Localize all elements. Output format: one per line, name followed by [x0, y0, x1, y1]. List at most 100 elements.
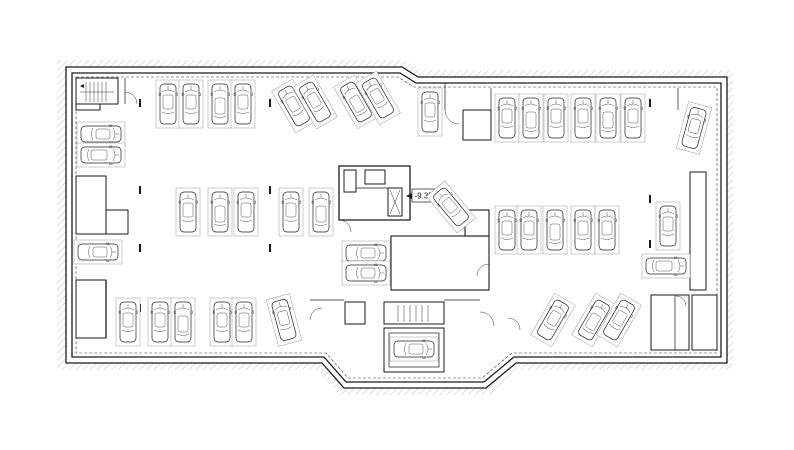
parking-bays — [73, 70, 713, 362]
car-icon — [658, 205, 678, 247]
car-icon — [236, 191, 256, 233]
parking-bay — [596, 292, 642, 348]
parking-bay — [571, 292, 617, 348]
car-icon — [178, 191, 198, 233]
car-icon — [598, 97, 618, 139]
parking-bay — [518, 93, 544, 143]
parking-bay — [620, 93, 646, 143]
car-icon — [497, 97, 517, 139]
parking-bay — [233, 187, 259, 237]
car-icon — [210, 191, 230, 233]
level-marker-icon — [406, 193, 412, 199]
parking-bay — [355, 70, 401, 126]
car-icon — [573, 209, 593, 251]
partitions — [75, 78, 718, 351]
car-icon — [80, 145, 122, 165]
car-icon — [519, 209, 539, 251]
car-icon — [212, 301, 232, 343]
parking-bay — [209, 297, 235, 347]
car-icon — [181, 83, 201, 125]
parking-bay — [594, 205, 620, 255]
stair-icon — [397, 305, 429, 322]
car-icon — [645, 256, 687, 276]
stair-icon — [80, 82, 114, 102]
car-icon — [497, 209, 517, 251]
parking-bay — [265, 293, 303, 347]
parking-bay — [73, 239, 123, 265]
parking-bay — [207, 79, 233, 129]
central-core — [310, 165, 490, 373]
parking-bay — [570, 93, 596, 143]
parking-bay — [76, 121, 126, 147]
parking-bay — [147, 297, 173, 347]
car-icon — [345, 243, 387, 263]
car-icon — [362, 77, 394, 119]
stair-arrow-icon — [80, 84, 84, 88]
parking-bay — [570, 205, 596, 255]
parking-bay — [426, 180, 476, 234]
car-icon — [433, 187, 469, 227]
car-icon — [521, 97, 541, 139]
car-icon — [233, 83, 253, 125]
car-icon — [545, 209, 565, 251]
car-icon — [597, 209, 617, 251]
parking-bay — [530, 292, 576, 348]
parking-bay — [230, 79, 256, 129]
car-icon — [150, 301, 170, 343]
parking-bay — [675, 101, 713, 155]
outer-walls — [65, 66, 728, 389]
door-swing-icon — [124, 91, 687, 331]
parking-bay — [542, 205, 568, 255]
parking-bay — [595, 93, 621, 143]
parking-bay — [417, 87, 443, 137]
car-icon — [173, 301, 193, 343]
parking-bay — [308, 187, 334, 237]
parking-bay — [543, 93, 569, 143]
parking-bay — [292, 74, 338, 130]
car-icon — [578, 299, 610, 341]
car-icon — [158, 83, 178, 125]
car-icon — [299, 81, 331, 123]
car-icon — [118, 301, 138, 343]
car-icon — [77, 242, 119, 262]
elevator-icon — [389, 189, 401, 215]
car-icon — [345, 263, 387, 283]
car-icon — [311, 191, 331, 233]
car-icon — [623, 97, 643, 139]
parking-bay — [178, 79, 204, 129]
parking-bay — [278, 187, 304, 237]
car-icon — [281, 191, 301, 233]
parking-bay — [76, 142, 126, 168]
parking-bay — [341, 240, 391, 266]
parking-bay — [389, 336, 439, 362]
parking-bay — [494, 93, 520, 143]
car-icon — [210, 83, 230, 125]
parking-bay — [271, 78, 317, 134]
car-icon — [573, 97, 593, 139]
level-label: -9.350 — [415, 192, 438, 201]
parking-bay — [175, 187, 201, 237]
car-icon — [537, 299, 569, 341]
car-icon — [420, 91, 440, 133]
car-icon — [546, 97, 566, 139]
parking-bay — [207, 187, 233, 237]
car-icon — [234, 301, 254, 343]
parking-bay — [516, 205, 542, 255]
car-icon — [393, 339, 435, 359]
car-icon — [681, 107, 707, 149]
car-icon — [80, 124, 122, 144]
parking-bay — [494, 205, 520, 255]
parking-bay — [155, 79, 181, 129]
stair-core-top-left — [75, 77, 119, 105]
parking-bay — [655, 201, 681, 251]
parking-bay — [231, 297, 257, 347]
car-icon — [271, 299, 297, 341]
car-icon — [340, 81, 372, 123]
parking-bay — [341, 260, 391, 286]
parking-bay — [641, 253, 691, 279]
car-icon — [603, 299, 635, 341]
parking-bay — [170, 297, 196, 347]
parking-bay — [115, 297, 141, 347]
parking-bay — [333, 74, 379, 130]
